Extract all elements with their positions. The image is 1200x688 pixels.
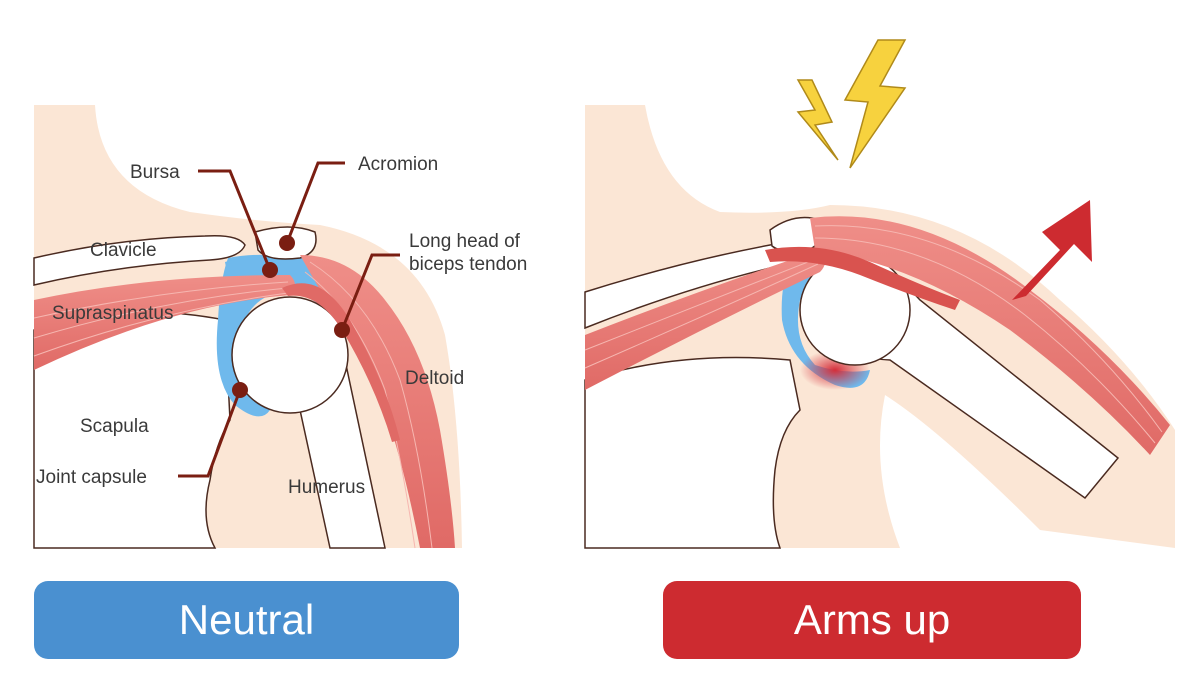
label-clavicle: Clavicle [90,240,157,261]
label-humerus: Humerus [288,477,365,498]
label-bursa: Bursa [130,162,180,183]
neutral-leader-dots [232,235,350,398]
up-arrow-icon [1012,200,1092,300]
neutral-supraspinatus-fibers [33,281,289,357]
arms-up-biceps-tendon [765,246,960,310]
label-joint-capsule: Joint capsule [36,467,147,488]
label-long-head-line2: biceps tendon [409,254,527,275]
arms-up-supraspinatus-fibers [584,257,819,369]
label-supraspinatus: Supraspinatus [52,303,173,324]
neutral-panel: Bursa Acromion Clavicle Long head of bic… [33,105,527,549]
arms-up-badge: Arms up [663,581,1081,659]
neutral-biceps-tendon [282,283,400,442]
arms-up-panel [584,39,1175,549]
label-acromion: Acromion [358,154,438,175]
neutral-supraspinatus [34,275,295,370]
neutral-clavicle [33,234,246,286]
arms-up-armpit [880,395,1175,548]
arms-up-deltoid [810,216,1170,455]
arms-up-supraspinatus [585,250,825,390]
label-scapula: Scapula [80,416,149,437]
lightning-bolt-icon-2 [843,39,907,169]
neutral-leader-lines [178,161,400,478]
neutral-badge: Neutral [34,581,459,659]
label-long-head-line1: Long head of [409,231,521,252]
label-deltoid: Deltoid [405,368,464,389]
arms-up-deltoid-fibers [814,225,1163,444]
lightning-bolt-icon [796,79,839,161]
neutral-deltoid [300,255,455,548]
arms-up-scapula [584,356,801,549]
neutral-humeral-head [231,296,349,414]
